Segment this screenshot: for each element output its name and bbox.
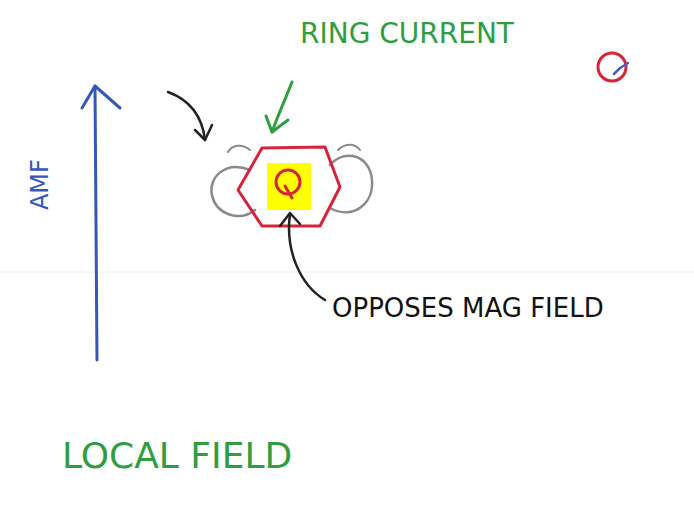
- ring-current-label: RING CURRENT: [300, 16, 534, 52]
- orbital-lobe: [330, 156, 372, 213]
- benzene-ring: [238, 147, 340, 226]
- arrowhead: [280, 213, 300, 226]
- annotation-label: OPPOSES MAG FIELD: [332, 292, 604, 326]
- field-arrow: [95, 86, 97, 360]
- orbital-lobe: [338, 145, 360, 150]
- leader-line: [289, 214, 325, 300]
- field-symbol: [285, 186, 292, 198]
- field-symbol: [614, 63, 628, 74]
- field-label: AMF: [24, 160, 55, 211]
- grid-line: [0, 272, 694, 273]
- orbital-lobe: [228, 146, 250, 152]
- arrowhead: [195, 125, 212, 140]
- arrowhead: [266, 116, 288, 132]
- highlight: [267, 163, 311, 210]
- arrowhead: [82, 86, 120, 108]
- local-field-label: LOCAL FIELD: [62, 433, 292, 480]
